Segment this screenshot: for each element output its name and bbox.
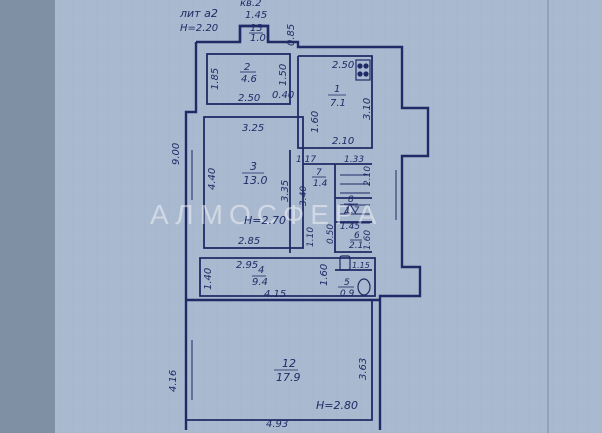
watermark-text: АЛМОСФЕРА bbox=[150, 199, 382, 230]
room-12-dim-0: 3.63 bbox=[358, 358, 369, 380]
fixtures bbox=[339, 59, 371, 296]
room-3-number: 3 bbox=[250, 160, 257, 173]
room-5-area: 0.9 bbox=[340, 289, 355, 299]
room-4-dim-2: 4.15 bbox=[264, 289, 286, 300]
room-12-area: 17.9 bbox=[276, 371, 301, 384]
overall-length-left: 9.00 bbox=[171, 143, 182, 165]
room-1-walls bbox=[297, 55, 373, 149]
inner-walls bbox=[185, 53, 376, 421]
room-1-number: 1 bbox=[334, 84, 340, 95]
room-4-dim-3: 1.60 bbox=[319, 264, 330, 286]
room-3-dim-0: 3.25 bbox=[242, 123, 264, 134]
room-6-dim-3: 1.60 bbox=[363, 230, 373, 250]
room-2-dim-3: 0.40 bbox=[272, 90, 294, 101]
room-7-dim-0: 1.17 bbox=[296, 155, 316, 165]
room-1-dim-1: 3.10 bbox=[362, 98, 373, 120]
room-4-dim-1: 1.40 bbox=[203, 268, 214, 290]
liter-label: лит а2 bbox=[179, 7, 218, 20]
room-2-walls bbox=[206, 53, 291, 105]
top-width: 1.45 bbox=[245, 10, 267, 21]
room-6-dim-2: 0.50 bbox=[326, 224, 336, 244]
room-8-dim-1: 2.10 bbox=[363, 166, 373, 186]
room-8-area: 1.7 bbox=[345, 206, 360, 216]
room-2-dim-0: 1.85 bbox=[210, 68, 221, 90]
room-6-dim-0: 1.45 bbox=[340, 222, 360, 232]
room-13-number: 13 bbox=[250, 23, 263, 34]
room-7-dim-1: 3.40 bbox=[299, 186, 309, 206]
room-13-area: 1.0 bbox=[250, 33, 266, 44]
room-3-dim-3: 2.85 bbox=[238, 236, 260, 247]
room-6-area: 2.1 bbox=[349, 241, 363, 251]
toilet-icon bbox=[357, 278, 371, 296]
room-5-number: 5 bbox=[344, 278, 350, 288]
room-4-number: 4 bbox=[258, 265, 264, 276]
room-2-area: 4.6 bbox=[241, 74, 257, 85]
room-3-height: H=2.70 bbox=[244, 214, 286, 227]
room-4-dim-0: 2.95 bbox=[236, 260, 258, 271]
room-12-number: 12 bbox=[282, 357, 296, 370]
room-8-number: 8 bbox=[348, 195, 354, 205]
room-6-number: 6 bbox=[354, 231, 360, 241]
apartment-label: кв.2 bbox=[240, 0, 261, 9]
room-8-dim-0: 1.33 bbox=[344, 155, 364, 165]
room-3-walls bbox=[203, 116, 304, 249]
room-2-dim-2: 1.50 bbox=[278, 64, 289, 86]
room-6-dim-1: 1.10 bbox=[306, 227, 316, 247]
room-3-dim-1: 4.40 bbox=[207, 168, 218, 190]
room-1-dim-2: 1.60 bbox=[310, 111, 321, 133]
room-7-number: 7 bbox=[316, 168, 322, 178]
windows bbox=[185, 150, 403, 400]
room-7-area: 1.4 bbox=[313, 179, 328, 189]
room-1-dim-0: 2.50 bbox=[332, 60, 354, 71]
stair-walls bbox=[289, 150, 372, 253]
room-3-dim-2: 3.35 bbox=[280, 180, 291, 202]
lower-left-length: 4.16 bbox=[168, 370, 179, 392]
room-4-walls bbox=[199, 257, 376, 297]
room-12-dim-1: 4.93 bbox=[266, 419, 288, 430]
room-12-height: H=2.80 bbox=[316, 399, 358, 412]
stove-icon bbox=[355, 59, 371, 81]
room-2-number: 2 bbox=[244, 62, 250, 73]
room-1-area: 7.1 bbox=[330, 98, 346, 109]
room-2-dim-1: 2.50 bbox=[238, 93, 260, 104]
room-13-dim-0: 0.85 bbox=[286, 24, 297, 46]
room-3-area: 13.0 bbox=[243, 174, 268, 187]
room-1-dim-3: 2.10 bbox=[332, 136, 354, 147]
bath-icon bbox=[339, 255, 351, 271]
room-6-dim-4: 1.15 bbox=[352, 261, 370, 270]
room-4-area: 9.4 bbox=[252, 277, 268, 288]
paper-grid bbox=[55, 0, 602, 433]
header-height: H=2.20 bbox=[180, 23, 218, 34]
